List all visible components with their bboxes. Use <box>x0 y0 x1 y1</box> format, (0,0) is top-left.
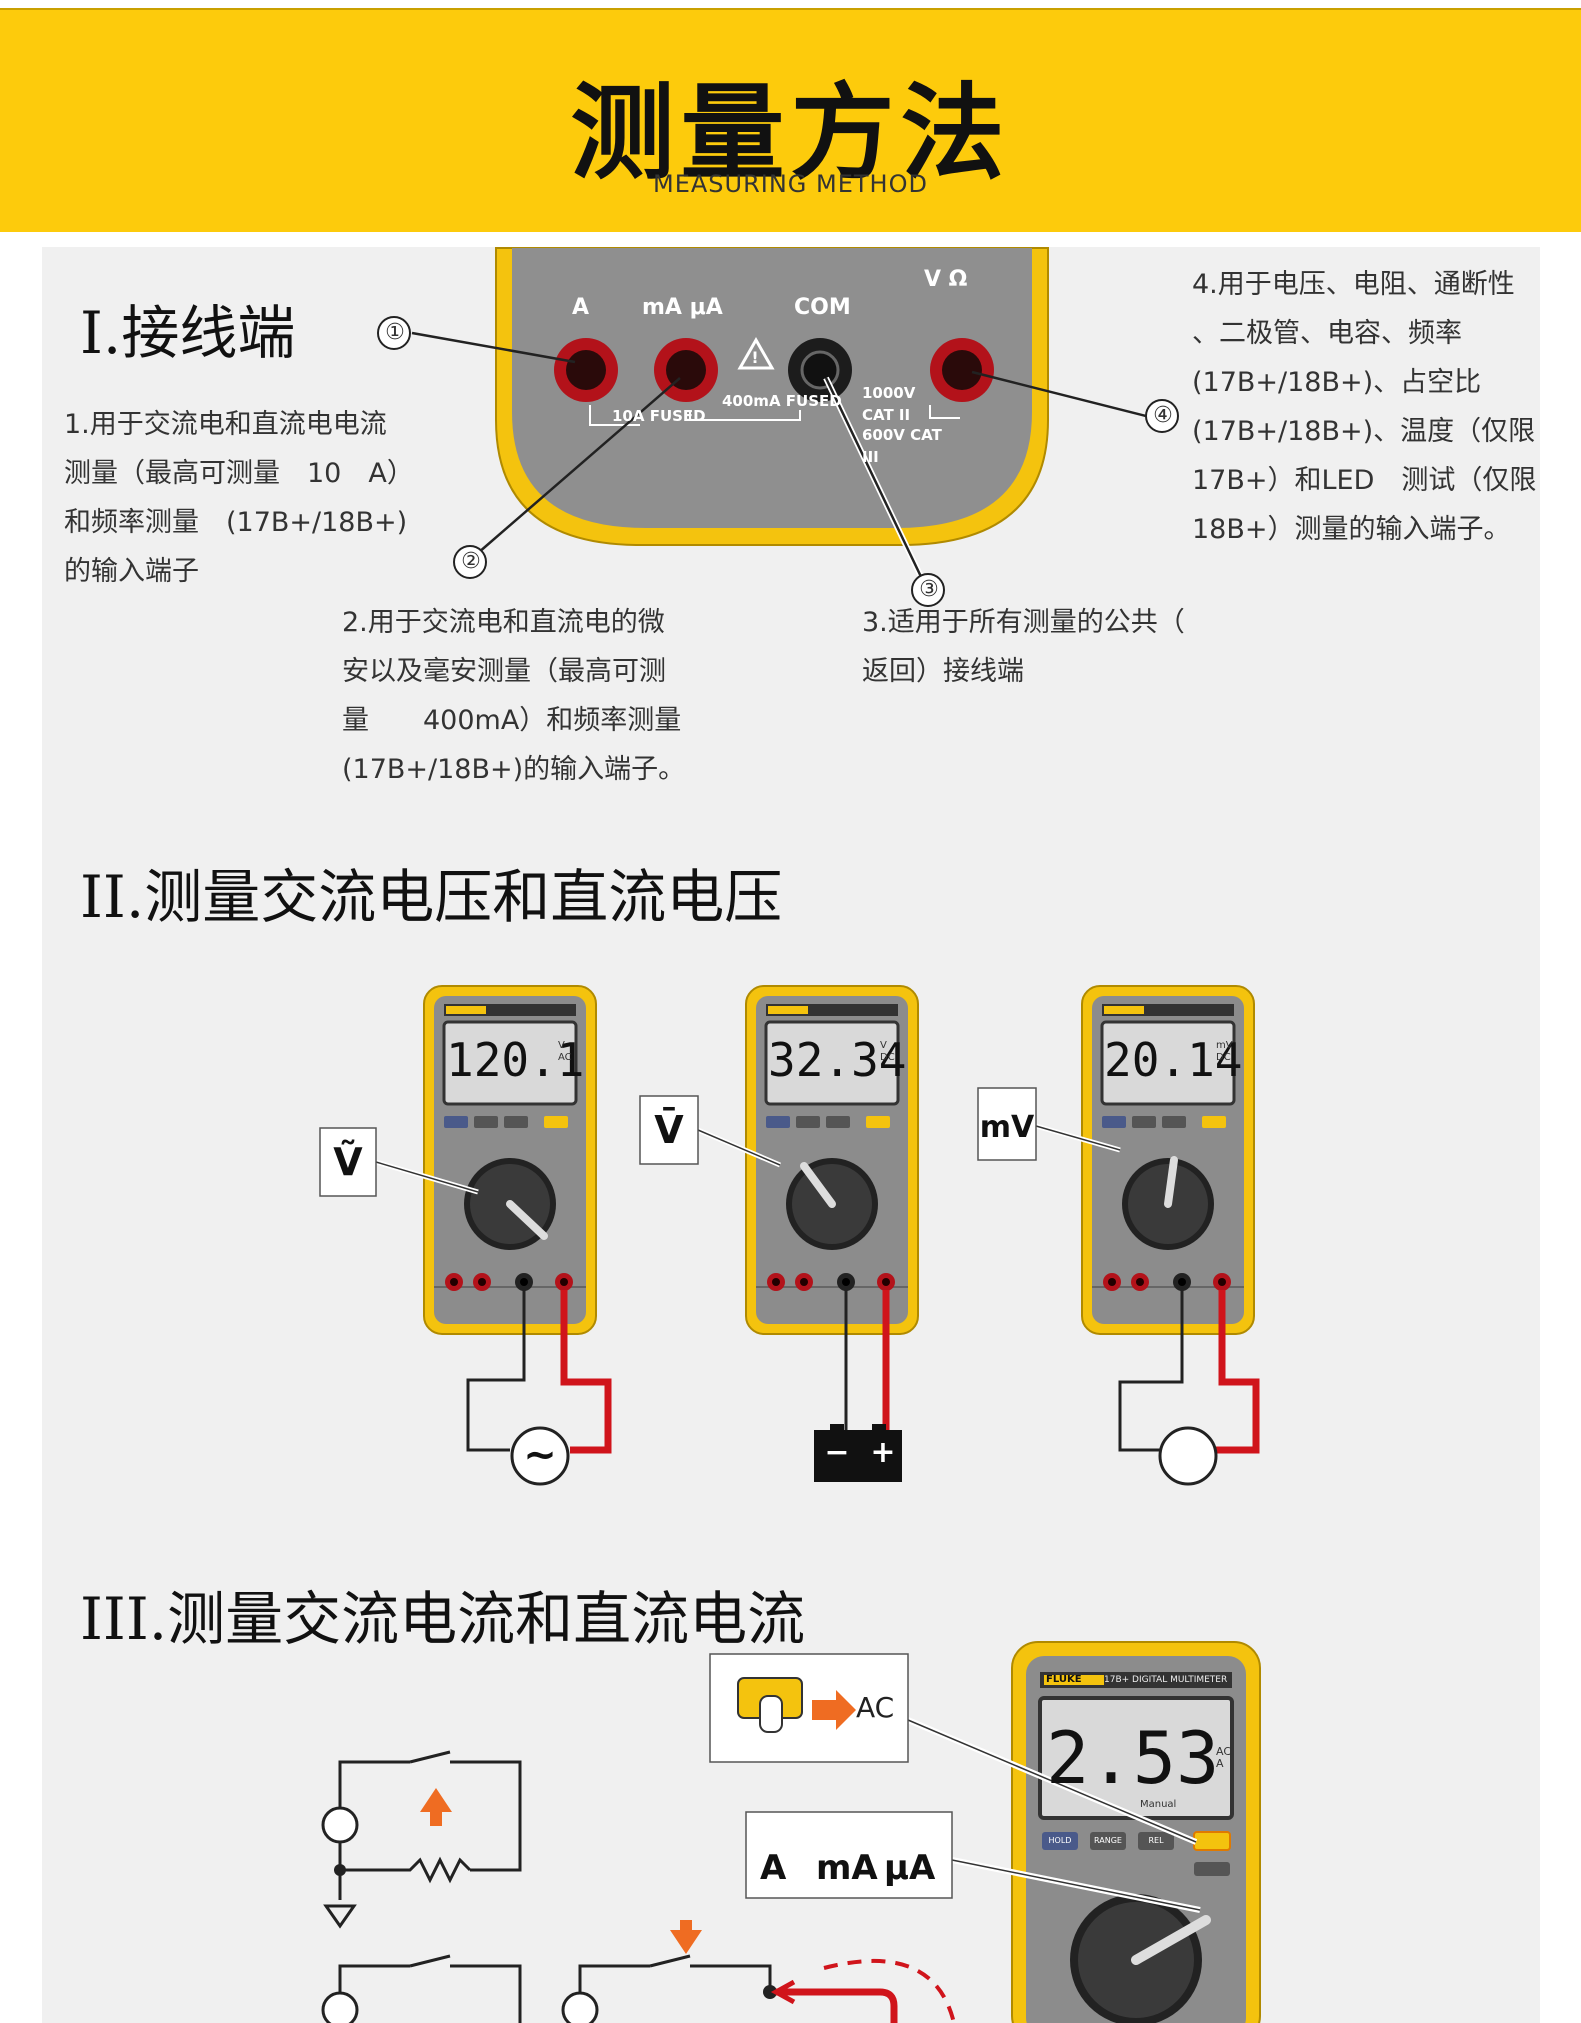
lcd-manual-indicator: Manual <box>1140 1799 1177 1810</box>
fuse-label-400ma: 400mA FUSED <box>722 392 842 410</box>
callout-circle-1 <box>377 316 411 350</box>
lcd-unit-2: V DC <box>880 1040 895 1063</box>
rel-button: REL <box>1148 1836 1164 1845</box>
mode-label-mv: mV <box>979 1110 1035 1145</box>
arrow-up-icon <box>420 1788 452 1826</box>
mode-label-ma: mA <box>816 1848 878 1888</box>
ac-dc-source-icon <box>1158 1426 1218 1486</box>
circuit-diagram-2 <box>338 1954 772 2023</box>
arrow-right-icon <box>812 1690 856 1730</box>
lcd-unit-1: V AC <box>558 1040 572 1063</box>
ac-callout-label: AC <box>856 1691 895 1724</box>
callout-number-1: ① <box>385 320 405 345</box>
terminal-label-v: V Ω <box>924 267 968 292</box>
meter-face <box>512 248 1032 528</box>
lcd-reading-current: 2.53 <box>1046 1716 1220 1800</box>
mode-label-ac-v: Ṽ <box>333 1140 363 1184</box>
callout-line-4 <box>971 370 1147 418</box>
range-button: RANGE <box>1094 1836 1122 1845</box>
fuse-label-10a: 10A FUSED <box>612 407 706 425</box>
mode-label-dc-v: V̄ <box>654 1108 684 1152</box>
callout-line-3 <box>824 377 926 584</box>
circuit-diagram-1 <box>321 1750 522 1929</box>
callout-number-2: ② <box>461 549 481 574</box>
terminal-a <box>554 338 618 402</box>
mode-label-ua: μA <box>884 1848 936 1888</box>
mode-box-dc-v <box>639 1095 699 1165</box>
page-header: 测量方法 MEASURING METHOD <box>0 8 1581 232</box>
terminal-label-a: A <box>572 295 590 320</box>
cat-label-1000v: 1000V CAT II <box>862 384 916 424</box>
cat-label-600v: 600V CAT III <box>862 426 942 466</box>
callout-line-1 <box>411 331 576 364</box>
arrow-down-icon <box>670 1920 702 1954</box>
page-subtitle: MEASURING METHOD <box>653 170 928 198</box>
section1-title: I.接线端 <box>80 299 296 367</box>
meter-dc-millivolt <box>1080 984 1256 1336</box>
ac-toggle-button <box>1193 1831 1231 1851</box>
ac-source-icon <box>510 1426 570 1486</box>
meter-brand: FLUKE <box>1046 1674 1082 1685</box>
callout-line-2 <box>477 377 681 554</box>
current-mode-callout-box <box>745 1811 953 1899</box>
battery-icon <box>814 1430 902 1482</box>
lcd-unit-3: mV DC <box>1216 1040 1233 1063</box>
dashed-lead-path <box>823 1959 956 2023</box>
callout-circle-2 <box>453 545 487 579</box>
callout-circle-4 <box>1145 399 1179 433</box>
mode-box-mv <box>977 1087 1037 1161</box>
finger-press-icon <box>759 1695 783 1733</box>
battery-plus: + <box>870 1435 896 1470</box>
lcd-unit-current: AC A <box>1216 1745 1232 1770</box>
meter-ac-voltage <box>422 984 598 1336</box>
ac-source-symbol: ~ <box>523 1432 557 1478</box>
terminal-v-ohm <box>930 338 994 402</box>
battery-minus: − <box>824 1435 850 1470</box>
meter-model: 17B+ DIGITAL MULTIMETER <box>1104 1675 1228 1685</box>
svg-text:!: ! <box>751 348 758 367</box>
mode-label-a: A <box>760 1848 787 1888</box>
section3-title: III.测量交流电流和直流电流 <box>80 1585 806 1653</box>
section2-title: II.测量交流电压和直流电压 <box>80 863 783 931</box>
mode-box-ac-v <box>319 1127 377 1197</box>
terminal-label-com: COM <box>794 295 851 320</box>
callout-circle-3 <box>911 573 945 607</box>
meter-dc-voltage <box>744 984 920 1336</box>
terminal-label-ma: mA μA <box>642 295 723 320</box>
meter-current <box>1011 1641 1261 2023</box>
callout-number-3: ③ <box>919 577 939 602</box>
page-title: 测量方法 <box>570 72 1011 194</box>
hold-button: HOLD <box>1048 1836 1072 1845</box>
callout-number-4: ④ <box>1153 403 1173 428</box>
warning-icon <box>737 336 775 370</box>
